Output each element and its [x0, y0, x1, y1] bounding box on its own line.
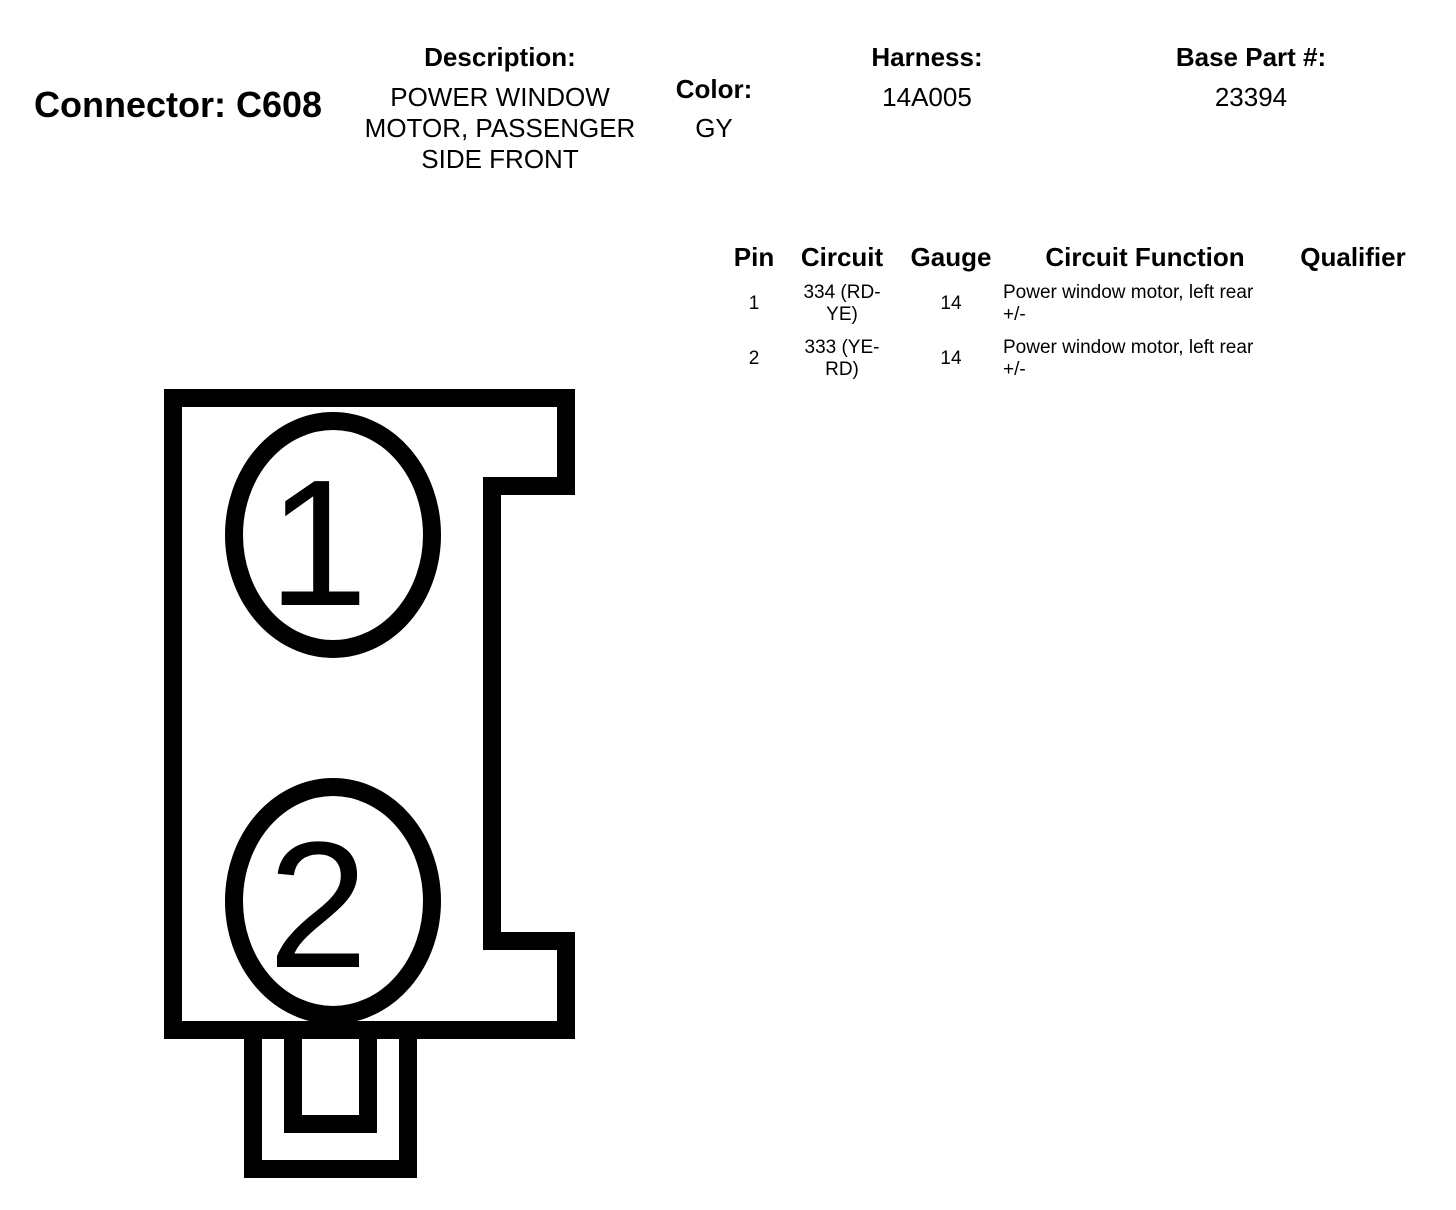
pin-cell: 2: [748, 348, 760, 369]
base-part-label: Base Part #:: [1175, 42, 1327, 72]
circuit-line: 334 (RD-: [803, 282, 881, 303]
color-value: GY: [695, 113, 733, 143]
function-line: +/-: [1003, 359, 1026, 380]
circuit-column-header: Circuit: [800, 242, 884, 272]
pin-2-cavity: [225, 778, 441, 1024]
function-column-header: Circuit Function: [1045, 242, 1245, 272]
base-part-value: 23394: [1214, 82, 1288, 112]
function-cell: Power window motor, left rear +/-: [1003, 282, 1293, 326]
description-label: Description:: [424, 42, 576, 72]
circuit-line: YE): [826, 304, 858, 325]
pin-2-label: 2: [268, 805, 368, 1006]
description-line: SIDE FRONT: [421, 144, 579, 174]
circuit-line: 333 (YE-: [804, 337, 880, 358]
connector-latch-inner: [284, 1031, 377, 1133]
circuit-cell: 334 (RD- YE): [792, 282, 892, 326]
connector-latch-outer: [244, 1021, 417, 1178]
circuit-line: RD): [825, 359, 859, 380]
circuit-cell: 333 (YE- RD): [792, 337, 892, 381]
gauge-cell: 14: [940, 348, 962, 369]
gauge-column-header: Gauge: [910, 242, 992, 272]
pin-column-header: Pin: [733, 242, 775, 272]
pin-1-label: 1: [268, 443, 368, 644]
connector-title: Connector: C608: [34, 84, 323, 125]
pin-cell: 1: [748, 293, 760, 314]
qualifier-column-header: Qualifier: [1300, 242, 1406, 272]
description-line: POWER WINDOW: [390, 82, 610, 112]
function-line: Power window motor, left rear: [1003, 282, 1254, 303]
connector-housing-outline: [164, 389, 575, 1039]
harness-value: 14A005: [882, 82, 972, 112]
gauge-cell: 14: [940, 293, 962, 314]
description-value: POWER WINDOW MOTOR, PASSENGER SIDE FRONT: [350, 82, 650, 175]
function-cell: Power window motor, left rear +/-: [1003, 337, 1293, 381]
function-line: Power window motor, left rear: [1003, 337, 1254, 358]
description-line: MOTOR, PASSENGER: [364, 113, 636, 143]
color-label: Color:: [675, 74, 753, 104]
pin-1-cavity: [225, 412, 441, 658]
function-line: +/-: [1003, 304, 1026, 325]
harness-label: Harness:: [871, 42, 983, 72]
